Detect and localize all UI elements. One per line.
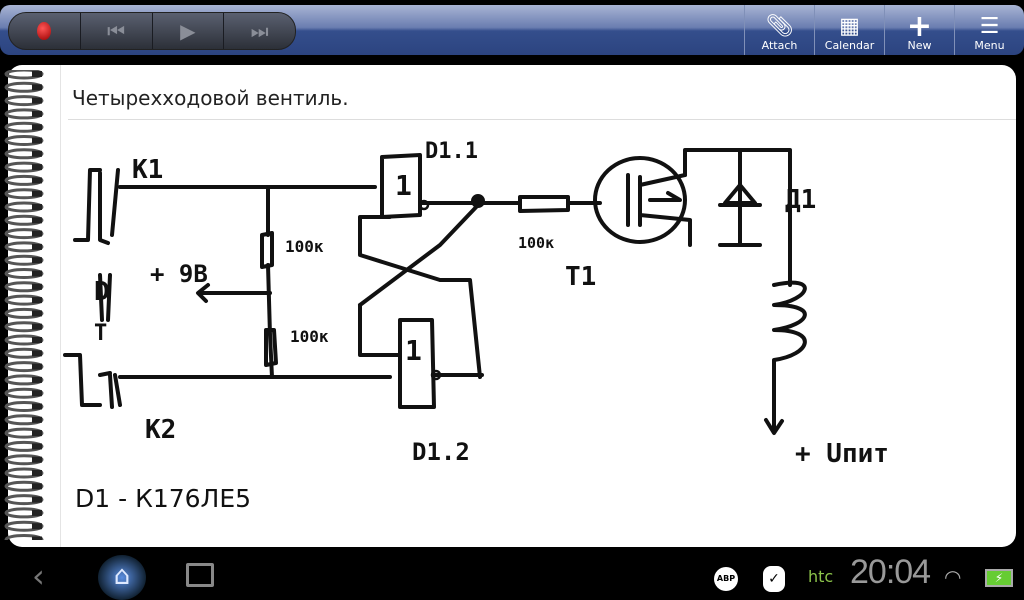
system-navbar: ‹ ⌂ ABP ✓ htc ◠ ⚡ — [0, 555, 1024, 600]
spiral-ring — [4, 467, 44, 479]
play-icon: ▶ — [180, 19, 196, 43]
skip-back-icon: ⏮ — [107, 19, 126, 43]
spiral-ring — [4, 241, 44, 253]
spiral-ring — [4, 70, 44, 80]
spiral-ring — [4, 268, 44, 279]
margin-line — [60, 65, 61, 547]
record-button[interactable] — [9, 13, 81, 49]
play-button[interactable]: ▶ — [153, 13, 225, 49]
spiral-binding — [4, 70, 44, 540]
spiral-ring — [4, 108, 44, 120]
back-icon[interactable]: ‹ — [32, 557, 45, 595]
title-divider — [68, 65, 1016, 120]
spiral-ring — [4, 534, 44, 540]
check-icon: ✓ — [763, 566, 785, 592]
clock: 20:04 — [850, 553, 931, 591]
recent-apps-icon[interactable] — [186, 563, 214, 587]
home-icon[interactable]: ⌂ — [98, 555, 146, 600]
spiral-ring — [4, 214, 44, 226]
calendar-icon: ▦ — [839, 14, 860, 39]
spiral-ring — [4, 95, 44, 107]
spiral-ring — [4, 121, 44, 133]
spiral-ring — [4, 281, 44, 293]
spiral-ring — [4, 148, 44, 160]
spiral-ring — [4, 361, 44, 373]
spiral-ring — [4, 494, 44, 506]
spiral-ring — [4, 294, 44, 306]
media-controls: ⏮ ▶ ⏭ — [8, 12, 296, 50]
record-icon — [37, 22, 52, 40]
spiral-ring — [4, 427, 44, 439]
calendar-label: Calendar — [824, 39, 875, 52]
spiral-ring — [4, 414, 44, 426]
menu-label: Menu — [974, 39, 1005, 52]
attach-label: Attach — [761, 39, 798, 52]
spiral-ring — [4, 454, 44, 466]
spiral-ring — [4, 401, 44, 412]
skip-forward-icon: ⏭ — [250, 19, 269, 43]
wifi-icon: ◠ — [944, 565, 962, 589]
footnote-text: D1 - К176ЛЕ5 — [75, 484, 252, 513]
spiral-ring — [4, 307, 44, 319]
skip-back-button[interactable]: ⏮ — [81, 13, 153, 49]
spiral-ring — [4, 440, 44, 452]
menu-button[interactable]: ☰Menu — [954, 5, 1024, 55]
spiral-ring — [4, 334, 44, 346]
spiral-ring — [4, 480, 44, 492]
spiral-ring — [4, 387, 44, 399]
brand-label: htc — [808, 567, 834, 586]
spiral-ring — [4, 201, 44, 213]
spiral-ring — [4, 161, 44, 173]
note-page[interactable] — [8, 65, 1016, 547]
menu-icon: ☰ — [979, 14, 1000, 39]
battery-icon: ⚡ — [985, 569, 1013, 587]
calendar-button[interactable]: ▦Calendar — [814, 5, 884, 55]
circuit-sketch[interactable] — [60, 125, 960, 485]
spiral-ring — [4, 321, 44, 333]
spiral-ring — [4, 81, 44, 93]
attach-button[interactable]: 📎︎Attach — [744, 5, 814, 55]
top-toolbar: ⏮ ▶ ⏭ 📎︎Attach ▦Calendar +New ☰Menu — [0, 5, 1024, 55]
spiral-ring — [4, 254, 44, 266]
note-title[interactable]: Четырехходовой вентиль. — [72, 86, 349, 110]
spiral-ring — [4, 347, 44, 359]
spiral-ring — [4, 374, 44, 386]
spiral-ring — [4, 188, 44, 200]
plus-icon: + — [906, 9, 933, 44]
adblock-icon: ABP — [714, 567, 738, 591]
spiral-ring — [4, 507, 44, 519]
spiral-ring — [4, 228, 44, 240]
new-button[interactable]: +New — [884, 5, 954, 55]
spiral-ring — [4, 174, 44, 186]
skip-forward-button[interactable]: ⏭ — [224, 13, 295, 49]
spiral-ring — [4, 520, 44, 532]
new-label: New — [907, 39, 932, 52]
paperclip-icon: 📎︎ — [765, 14, 794, 39]
spiral-ring — [4, 135, 44, 146]
